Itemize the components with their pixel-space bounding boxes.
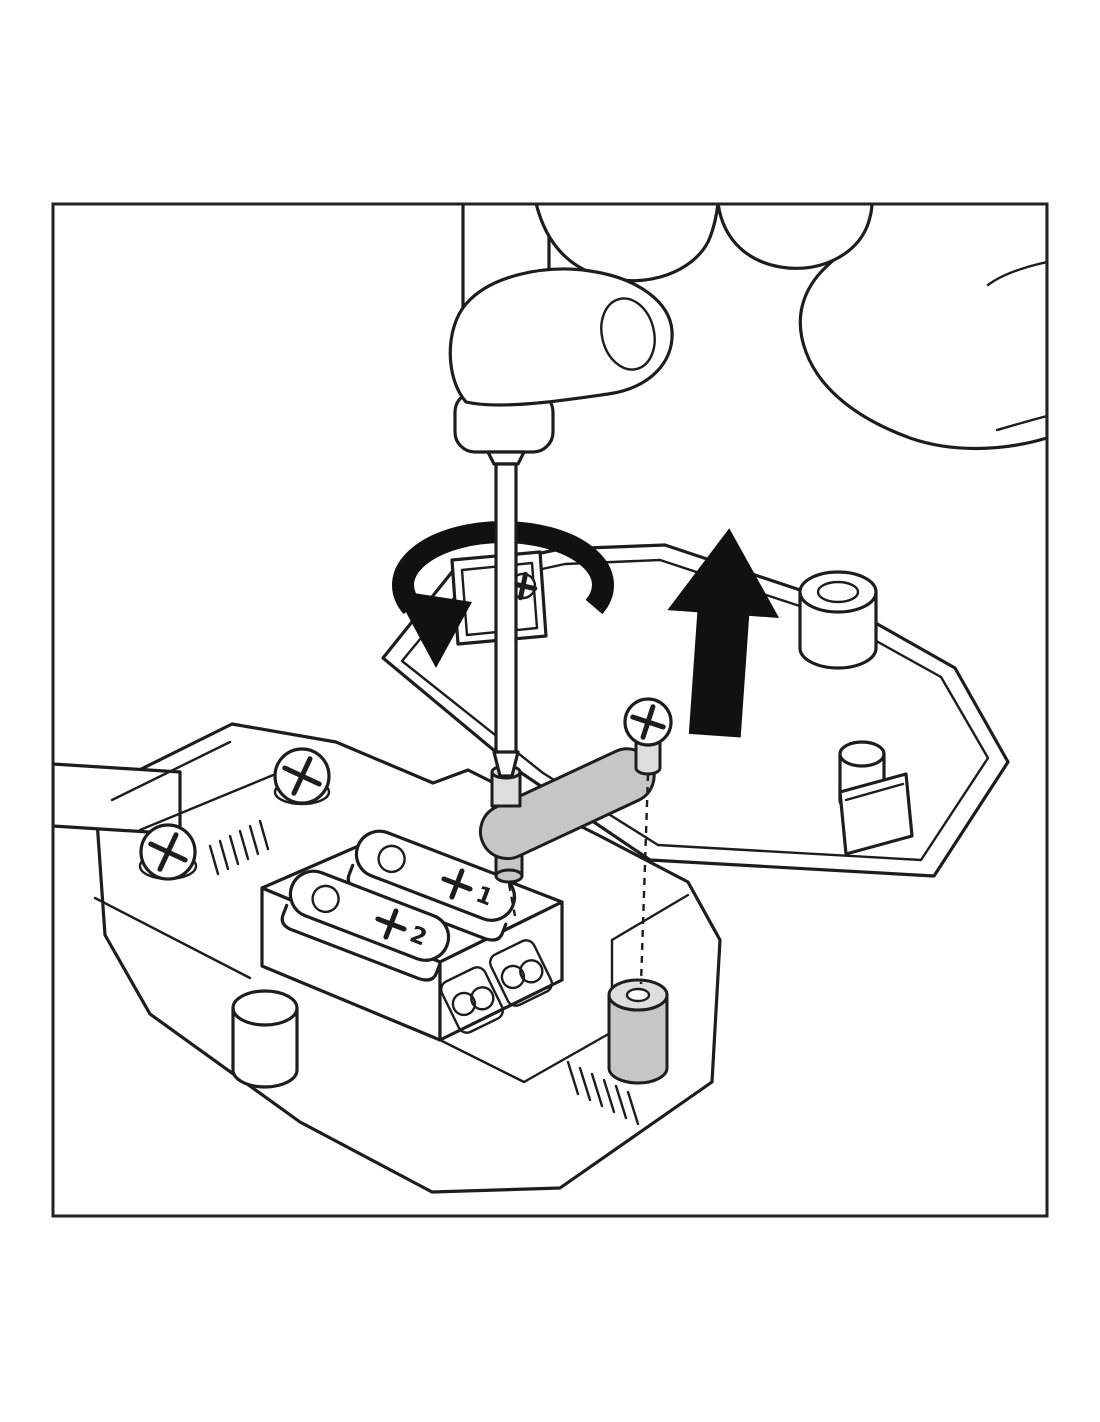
phillips-cross-icon bbox=[157, 832, 179, 872]
wrist-crease bbox=[986, 260, 1047, 287]
hatch-line bbox=[238, 829, 250, 861]
rotation-arrowhead bbox=[394, 590, 472, 668]
strip-hole bbox=[377, 844, 406, 874]
wrist-crease bbox=[995, 414, 1047, 432]
floor-edge bbox=[438, 1038, 526, 1084]
base-wall-edge bbox=[93, 896, 252, 980]
hatch-line bbox=[248, 824, 260, 856]
terminal-strip-1: 1 bbox=[346, 829, 517, 942]
hatch-line bbox=[578, 1066, 592, 1102]
hatch-line bbox=[228, 834, 240, 866]
index-finger bbox=[534, 204, 720, 283]
artwork: 1 2 bbox=[53, 204, 1047, 1216]
wire-entry-hole bbox=[488, 939, 554, 1007]
hatch-line bbox=[602, 1078, 616, 1114]
phillips-cross-icon bbox=[291, 756, 313, 796]
strip-plate bbox=[354, 829, 517, 922]
clamp-screw-rear bbox=[623, 697, 673, 776]
cover-tab-line bbox=[844, 782, 905, 802]
phillips-cross-icon bbox=[518, 571, 528, 601]
hatch-line bbox=[208, 844, 220, 876]
inner-wall-edge bbox=[610, 893, 690, 942]
spring-opening bbox=[470, 986, 495, 1011]
hole-frame bbox=[488, 939, 554, 1007]
strip-thickness bbox=[280, 903, 442, 982]
cable-grip-serrations-right bbox=[566, 1060, 640, 1126]
thumbnail bbox=[600, 297, 656, 371]
foot-top bbox=[231, 989, 299, 1027]
hatch-line bbox=[218, 839, 230, 871]
gland-hole bbox=[816, 580, 860, 604]
housing-screw-left bbox=[138, 823, 198, 881]
hatch-line bbox=[626, 1090, 640, 1126]
spring-opening bbox=[519, 959, 544, 984]
clamp-screw-rear-body bbox=[634, 742, 662, 776]
foot-body bbox=[231, 1006, 299, 1089]
alignment-dash-right bbox=[639, 773, 650, 985]
boss-top bbox=[838, 740, 886, 768]
clamp-spacer-end bbox=[494, 868, 524, 884]
hatch-line bbox=[590, 1072, 604, 1108]
spring-opening bbox=[451, 991, 477, 1017]
block-right-face bbox=[438, 900, 564, 1042]
screwdriver-shaft bbox=[494, 462, 518, 758]
lift-arrow bbox=[667, 528, 780, 738]
spring-opening bbox=[500, 964, 526, 990]
cable-grip-serrations-left bbox=[208, 819, 270, 876]
figure-border bbox=[51, 202, 1049, 1218]
terminal-block: 1 2 bbox=[260, 829, 564, 1042]
alignment-dash-left bbox=[507, 883, 517, 917]
base-rim-inner bbox=[110, 740, 232, 802]
plus-mark-icon bbox=[449, 868, 465, 900]
hatch-line bbox=[614, 1084, 628, 1120]
hole-frame bbox=[439, 966, 505, 1034]
strip-hole bbox=[311, 884, 340, 914]
strip-plate bbox=[288, 869, 451, 962]
phillips-cross-icon bbox=[640, 704, 656, 740]
screw-post bbox=[607, 978, 669, 1085]
screwdriver-neck bbox=[486, 450, 526, 466]
middle-finger bbox=[716, 204, 874, 270]
cable-gland bbox=[798, 570, 878, 670]
foot-cylinder bbox=[231, 989, 299, 1089]
base-ledge-edge bbox=[138, 762, 302, 832]
hatch-line bbox=[566, 1060, 580, 1096]
post-hole bbox=[625, 987, 651, 1003]
housing-screw-right bbox=[273, 747, 331, 806]
hand bbox=[448, 204, 1047, 451]
screwdriver-tip bbox=[492, 750, 520, 778]
wire-entry-hole bbox=[439, 966, 505, 1034]
cover-tab bbox=[838, 772, 914, 856]
plus-mark-icon bbox=[383, 908, 399, 940]
hatch-line bbox=[258, 819, 270, 851]
floor-edge bbox=[522, 1030, 614, 1084]
terminal-strip-2: 2 bbox=[280, 869, 451, 982]
